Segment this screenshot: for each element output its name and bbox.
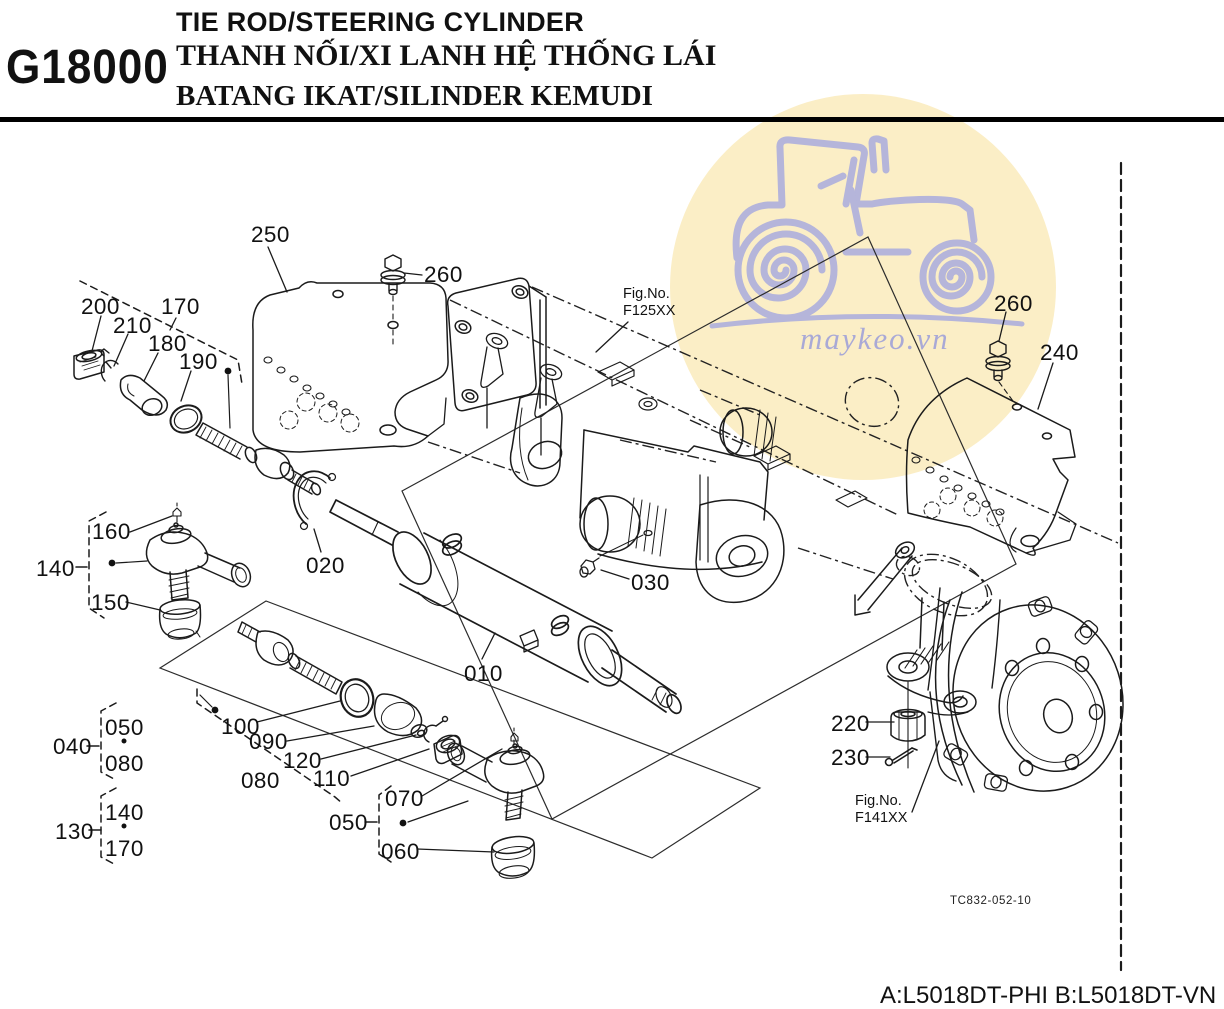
callout-030: 030 — [631, 570, 670, 595]
figref-f125-line1: Fig.No. — [623, 286, 670, 302]
cylinder-guard-right — [905, 377, 1077, 556]
callout-180: 180 — [148, 331, 187, 356]
inner-tie-rod-upper — [195, 422, 322, 496]
cotter-pin — [884, 747, 918, 767]
callout-260-right: 260 — [994, 291, 1033, 316]
callout-230: 230 — [831, 745, 870, 770]
callout-070: 070 — [385, 786, 424, 811]
callout-130-range-last: 170 — [105, 836, 144, 861]
guard-bolt-right — [985, 340, 1014, 402]
watermark-circle — [670, 94, 1056, 480]
tie-rod-end-left — [145, 502, 252, 601]
section-code: G18000 — [6, 41, 169, 94]
callout-040: 040 — [53, 734, 92, 759]
cylinder-guard-left — [252, 281, 449, 453]
group-dashed-boundaries — [79, 280, 392, 866]
slotted-nut-200 — [73, 349, 105, 380]
assembly-boundary-boxes — [158, 236, 1017, 859]
boot-090 — [373, 693, 428, 739]
callout-250: 250 — [251, 222, 290, 247]
boot-150 — [158, 598, 202, 640]
boot-180 — [119, 374, 169, 417]
callout-190: 190 — [179, 349, 218, 374]
snap-ring-020 — [292, 470, 337, 531]
inner-tie-rod-lower — [237, 621, 343, 695]
callout-110: 110 — [313, 766, 351, 791]
boot-060 — [490, 835, 536, 879]
figref-f125-line2: F125XX — [623, 303, 676, 319]
axle-top-pads — [597, 361, 868, 508]
callout-160: 160 — [92, 519, 131, 544]
castle-nut — [890, 708, 926, 742]
tie-rod-end-right — [446, 727, 545, 821]
front-axle-phantom — [427, 286, 1119, 617]
callout-040-range-first: 050 — [105, 715, 144, 740]
callout-010: 010 — [464, 661, 503, 686]
callout-240: 240 — [1040, 340, 1079, 365]
watermark: maykeo.vn — [670, 94, 1056, 480]
ring-190 — [169, 404, 203, 434]
header-rule — [0, 117, 1224, 122]
clip-120 — [423, 715, 449, 743]
callout-060: 060 — [381, 839, 420, 864]
steering-knuckle-hub — [854, 541, 1124, 793]
axle-flange-plate — [446, 277, 547, 412]
title-vietnamese: THANH NỐI/XI LANH HỆ THỐNG LÁI — [176, 39, 717, 72]
callout-130: 130 — [55, 819, 94, 844]
callout-220: 220 — [831, 711, 870, 736]
figref-f141-line2: F141XX — [855, 810, 908, 826]
guard-bolt-left — [380, 254, 406, 347]
anchor-lines — [115, 374, 469, 823]
figref-f141-line1: Fig.No. — [855, 793, 902, 809]
steering-cylinder — [329, 499, 682, 715]
callout-260-left: 260 — [424, 262, 463, 287]
callout-200: 200 — [81, 294, 120, 319]
callout-130-range-first: 140 — [105, 800, 144, 825]
bracket-ticks — [75, 566, 378, 831]
callout-020: 020 — [306, 553, 345, 578]
callout-050: 050 — [329, 810, 368, 835]
model-applicability: A:L5018DT-PHI B:L5018DT-VN — [880, 982, 1217, 1009]
title-english: TIE ROD/STEERING CYLINDER — [176, 7, 585, 37]
callout-090: 090 — [249, 729, 288, 754]
callout-150: 150 — [91, 590, 130, 615]
callout-140: 140 — [36, 556, 75, 581]
grease-fitting-160 — [172, 502, 182, 523]
grease-fitting-030 — [579, 529, 653, 578]
axle-gusset-brackets — [480, 332, 563, 456]
drawing-code: TC832-052-10 — [950, 895, 1032, 907]
callout-210: 210 — [113, 313, 152, 338]
watermark-text: maykeo.vn — [800, 321, 950, 356]
callout-170: 170 — [161, 294, 200, 319]
clip-210 — [100, 348, 119, 382]
ring-100 — [339, 678, 375, 718]
leader-lines — [91, 246, 1054, 853]
title-indonesian: BATANG IKAT/SILINDER KEMUDI — [176, 80, 653, 112]
axle-clevis-brackets — [509, 393, 785, 604]
callout-100: 100 — [221, 714, 260, 739]
tractor-icon — [709, 135, 1025, 329]
callout-120: 120 — [283, 748, 322, 773]
leader-dots — [108, 367, 407, 829]
callout-040-range-last: 080 — [105, 751, 144, 776]
callout-080: 080 — [241, 768, 280, 793]
